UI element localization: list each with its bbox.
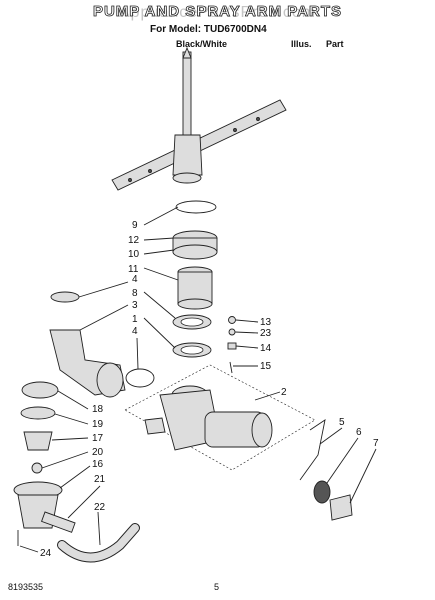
callout-label: 14 bbox=[260, 343, 272, 354]
tube-part bbox=[177, 266, 213, 310]
callout-label: 24 bbox=[40, 548, 52, 559]
callout-label: 7 bbox=[373, 438, 379, 449]
callout-label: 4 bbox=[132, 326, 138, 337]
clamp-part bbox=[175, 200, 217, 214]
callout-label: 20 bbox=[92, 447, 104, 458]
callout-label: 13 bbox=[260, 317, 272, 328]
callout-label: 2 bbox=[281, 387, 287, 398]
callout-label: 10 bbox=[128, 249, 140, 260]
spray-arm-assembly bbox=[111, 46, 287, 191]
leader-lines bbox=[19, 206, 377, 553]
callout-label: 17 bbox=[92, 433, 104, 444]
callout-label: 12 bbox=[128, 235, 140, 246]
callout-label: 22 bbox=[94, 502, 106, 513]
callout-label: 15 bbox=[260, 361, 272, 372]
callout-label: 21 bbox=[94, 474, 106, 485]
callout-label: 18 bbox=[92, 404, 104, 415]
gasket-part bbox=[329, 494, 353, 521]
hose-clamp-part bbox=[50, 291, 80, 303]
bearing-part bbox=[313, 480, 331, 504]
callout-label: 19 bbox=[92, 419, 104, 430]
callout-label: 6 bbox=[356, 427, 362, 438]
page-title: PUMP AND SPRAY ARM PARTS bbox=[92, 3, 343, 21]
watermark: AppliancePartsPros.com bbox=[118, 4, 317, 21]
strainer-stack bbox=[13, 381, 76, 533]
callout-label: 1 bbox=[132, 314, 138, 325]
callout-label: 16 bbox=[92, 459, 104, 470]
part-header: Part bbox=[326, 39, 344, 49]
model-line: For Model: TUD6700DN4 bbox=[150, 24, 267, 35]
screw-part bbox=[228, 316, 236, 324]
callout-label: 4 bbox=[132, 274, 138, 285]
callout-label: 11 bbox=[128, 264, 139, 275]
seal-housing-part bbox=[172, 230, 218, 260]
callout-label: 5 bbox=[339, 417, 345, 428]
hose-clamp-part bbox=[125, 368, 155, 388]
callout-label: 23 bbox=[260, 328, 272, 339]
callout-label: 8 bbox=[132, 288, 138, 299]
spring-part bbox=[299, 419, 326, 481]
pump-motor-part bbox=[124, 364, 316, 471]
doc-number: 8193535 bbox=[8, 582, 44, 592]
color-label: Black/White bbox=[176, 39, 228, 49]
page-number: 5 bbox=[214, 582, 220, 592]
callout-labels: 9 12 10 11 4 8 3 1 4 13 23 14 15 2 18 19… bbox=[40, 220, 379, 559]
callout-label: 3 bbox=[132, 300, 138, 311]
illus-header: Illus. bbox=[291, 39, 312, 49]
callout-label: 9 bbox=[132, 220, 138, 231]
